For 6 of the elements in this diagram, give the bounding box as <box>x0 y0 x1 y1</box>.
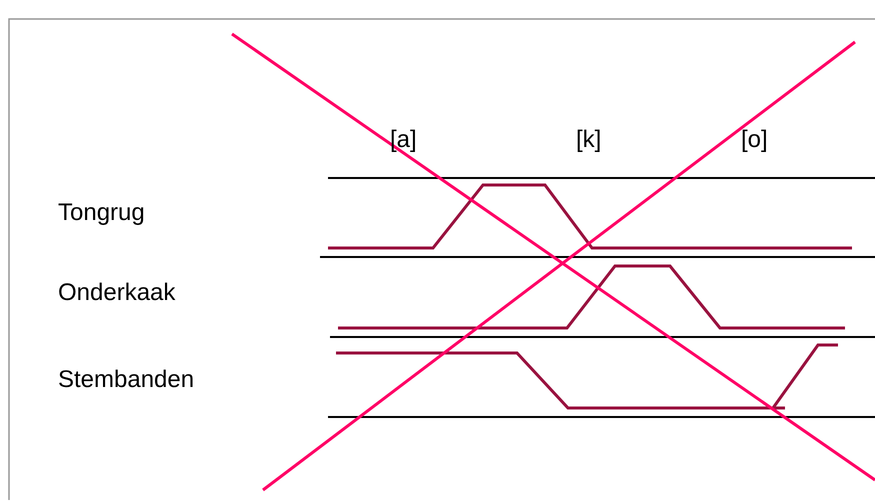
articulator-label: Onderkaak <box>58 279 176 307</box>
phoneme-label: [o] <box>741 126 768 154</box>
phoneme-label: [a] <box>390 126 417 154</box>
articulator-label: Tongrug <box>58 199 145 227</box>
phoneme-label: [k] <box>576 126 602 154</box>
articulator-label: Stembanden <box>58 366 194 394</box>
